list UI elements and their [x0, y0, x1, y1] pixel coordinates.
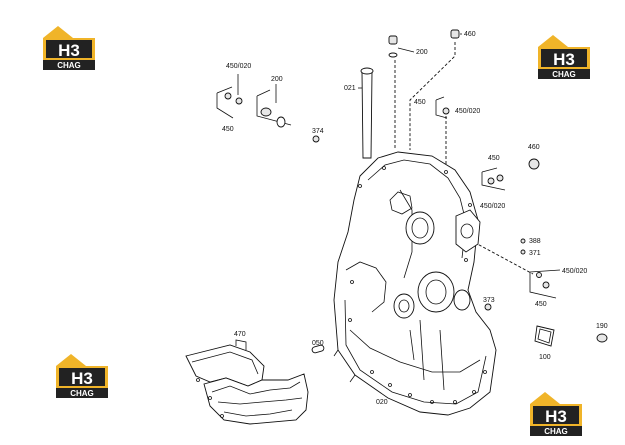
callout-450-020-lower-right: 450/020 — [562, 268, 587, 275]
callout-460-top: 460 — [464, 31, 476, 38]
callout-190: 190 — [596, 323, 608, 330]
callout-371: 371 — [529, 250, 541, 257]
callout-100: 100 — [539, 354, 551, 361]
logo-text: CHAG — [552, 70, 576, 79]
callout-450-mid: 450 — [414, 99, 426, 106]
callout-450-lower-right: 450 — [535, 301, 547, 308]
logo-bottom-left: H3 CHAG — [56, 354, 108, 398]
oil-sump — [185, 339, 309, 425]
logo-bottom-right: H3 CHAG — [530, 392, 582, 436]
callout-450-020-right: 450/020 — [480, 203, 505, 210]
logo-text: CHAG — [544, 427, 568, 436]
callout-470: 470 — [234, 331, 246, 338]
logo-text: CHAG — [70, 389, 94, 398]
logo-top-left: H3 CHAG — [43, 26, 95, 70]
pin — [311, 344, 325, 354]
plug-group-right — [469, 158, 561, 311]
logo-mark: H3 — [71, 369, 93, 388]
cover-plate — [534, 325, 608, 347]
callout-labels: 450/020 200 450 374 021 200 460 450 450/… — [222, 31, 608, 406]
callout-373: 373 — [483, 297, 495, 304]
gearbox-housing — [333, 151, 497, 416]
callout-450-020-mid: 450/020 — [455, 108, 480, 115]
plug-group-left — [216, 74, 320, 143]
logo-top-right: H3 CHAG — [538, 35, 590, 79]
callout-050: 050 — [312, 340, 324, 347]
callout-450-top-left: 450 — [222, 126, 234, 133]
logo-mark: H3 — [553, 50, 575, 69]
callout-388: 388 — [529, 238, 541, 245]
callout-450-020-top-left: 450/020 — [226, 63, 251, 70]
callout-374: 374 — [312, 128, 324, 135]
logo-mark: H3 — [545, 407, 567, 426]
callout-020: 020 — [376, 399, 388, 406]
callout-200-top: 200 — [416, 49, 428, 56]
callout-200-top-left: 200 — [271, 76, 283, 83]
logo-text: CHAG — [57, 61, 81, 70]
callout-460-right: 460 — [528, 144, 540, 151]
callout-450-right: 450 — [488, 155, 500, 162]
callout-021: 021 — [344, 85, 356, 92]
dipstick-tube — [358, 67, 374, 159]
logo-mark: H3 — [58, 41, 80, 60]
